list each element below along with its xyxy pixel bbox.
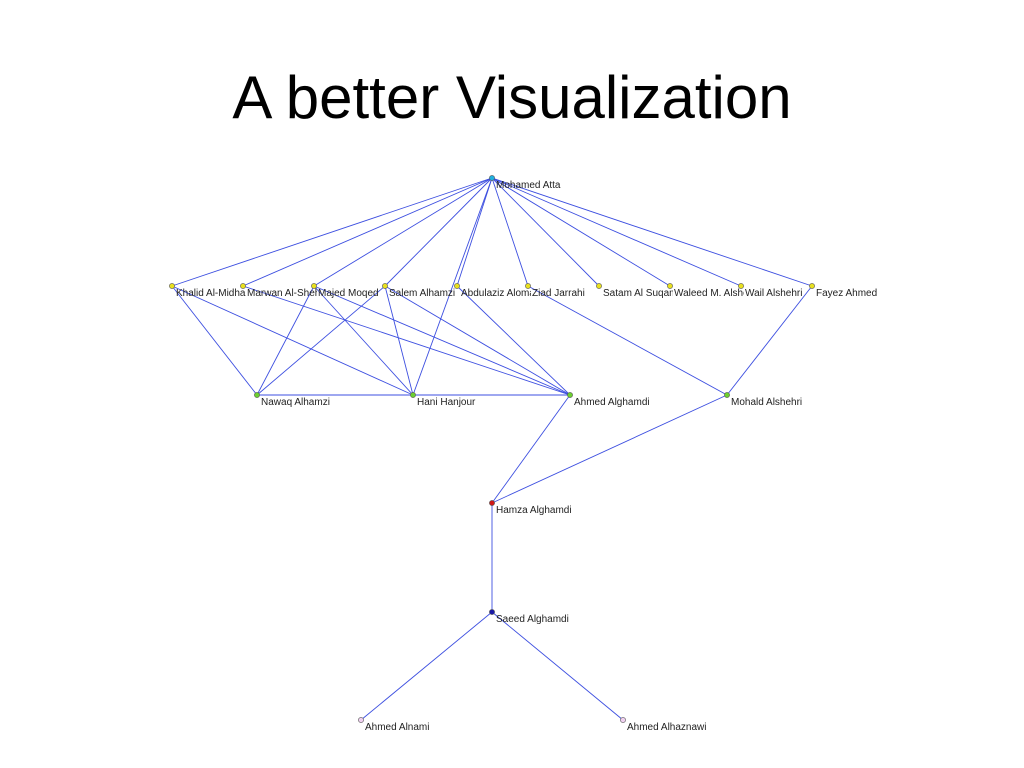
edge-moqed-hanjour [313,285,414,396]
node-label-salem: Salem Alhamzi [389,288,455,299]
edge-midhar-hanjour [171,285,414,396]
node-mohald: Mohald Alshehri [724,392,802,408]
node-fayez: Fayez Ahmed [809,283,877,299]
node-omari: Abdulaziz Alomari [454,283,540,299]
node-label-waleed: Waleed M. Alshehri [674,288,760,299]
edge-jarrahi-mohald [527,285,728,396]
edge-atta-fayez [491,177,813,287]
node-dot-fayez [809,283,815,289]
node-waleed: Waleed M. Alshehri [667,283,760,299]
node-label-haznawi: Ahmed Alhaznawi [627,722,707,733]
edge-atta-wail [491,177,742,287]
node-haznawi: Ahmed Alhaznawi [620,717,707,733]
edges-layer [171,177,813,721]
edge-atta-shehhi [242,177,493,287]
edge-atta-moqed [313,177,493,287]
edge-saeed-alnami [360,611,493,721]
node-label-saeed: Saeed Alghamdi [496,614,569,625]
node-dot-shehhi [240,283,246,289]
node-salem: Salem Alhamzi [382,283,455,299]
edge-salem-nawaq [256,285,386,396]
edge-atta-omari [456,177,493,287]
node-suqami: Satam Al Suqami [596,283,680,299]
node-label-atta: Mohamed Atta [496,180,561,191]
edge-salem-ahmedg [384,285,571,396]
node-dot-omari [454,283,460,289]
node-label-mohald: Mohald Alshehri [731,397,802,408]
node-dot-haznawi [620,717,626,723]
node-label-jarrahi: Ziad Jarrahi [532,288,585,299]
node-nawaq: Nawaq Alhamzi [254,392,330,408]
edge-omari-ahmedg [456,285,571,396]
edge-shehhi-ahmedg [242,285,571,396]
node-label-midhar: Khalid Al-Midhar [176,288,249,299]
node-label-hamza: Hamza Alghamdi [496,505,572,516]
edge-moqed-nawaq [256,285,315,396]
node-label-omari: Abdulaziz Alomari [461,288,540,299]
node-moqed: Majed Moqed [311,283,379,299]
node-label-alnami: Ahmed Alnami [365,722,429,733]
node-dot-mohald [724,392,730,398]
node-dot-midhar [169,283,175,289]
node-hamza: Hamza Alghamdi [489,500,572,516]
node-ahmedg: Ahmed Alghamdi [567,392,650,408]
node-atta: Mohamed Atta [489,175,561,191]
node-alnami: Ahmed Alnami [358,717,429,733]
edge-atta-suqami [491,177,600,287]
node-dot-saeed [489,609,495,615]
node-dot-alnami [358,717,364,723]
node-dot-ahmedg [567,392,573,398]
edge-midhar-nawaq [171,285,258,396]
node-label-suqami: Satam Al Suqami [603,288,680,299]
slide-title: A better Visualization [232,64,792,131]
node-dot-atta [489,175,495,181]
edge-atta-jarrahi [491,177,529,287]
edge-moqed-ahmedg [313,285,571,396]
node-dot-waleed [667,283,673,289]
node-midhar: Khalid Al-Midhar [169,283,249,299]
node-saeed: Saeed Alghamdi [489,609,569,625]
node-label-nawaq: Nawaq Alhamzi [261,397,330,408]
node-hanjour: Hani Hanjour [410,392,476,408]
node-label-wail: Wail Alshehri [745,288,802,299]
edge-salem-hanjour [384,285,414,396]
node-label-ahmedg: Ahmed Alghamdi [574,397,650,408]
edge-ahmedg-hamza [491,394,571,504]
node-dot-nawaq [254,392,260,398]
edge-mohald-hamza [491,394,728,504]
edge-atta-hanjour [412,177,493,396]
node-wail: Wail Alshehri [738,283,802,299]
node-label-fayez: Fayez Ahmed [816,288,877,299]
node-dot-hamza [489,500,495,506]
node-label-hanjour: Hani Hanjour [417,397,476,408]
node-dot-hanjour [410,392,416,398]
node-label-moqed: Majed Moqed [318,288,379,299]
edge-saeed-haznawi [491,611,624,721]
node-dot-salem [382,283,388,289]
edge-atta-salem [384,177,493,287]
node-jarrahi: Ziad Jarrahi [525,283,585,299]
node-dot-jarrahi [525,283,531,289]
node-label-shehhi: Marwan Al-Shehhi [247,288,328,299]
node-dot-moqed [311,283,317,289]
edge-fayez-mohald [726,285,813,396]
edge-atta-waleed [491,177,671,287]
node-shehhi: Marwan Al-Shehhi [240,283,328,299]
edge-atta-midhar [171,177,493,287]
node-dot-wail [738,283,744,289]
node-dot-suqami [596,283,602,289]
